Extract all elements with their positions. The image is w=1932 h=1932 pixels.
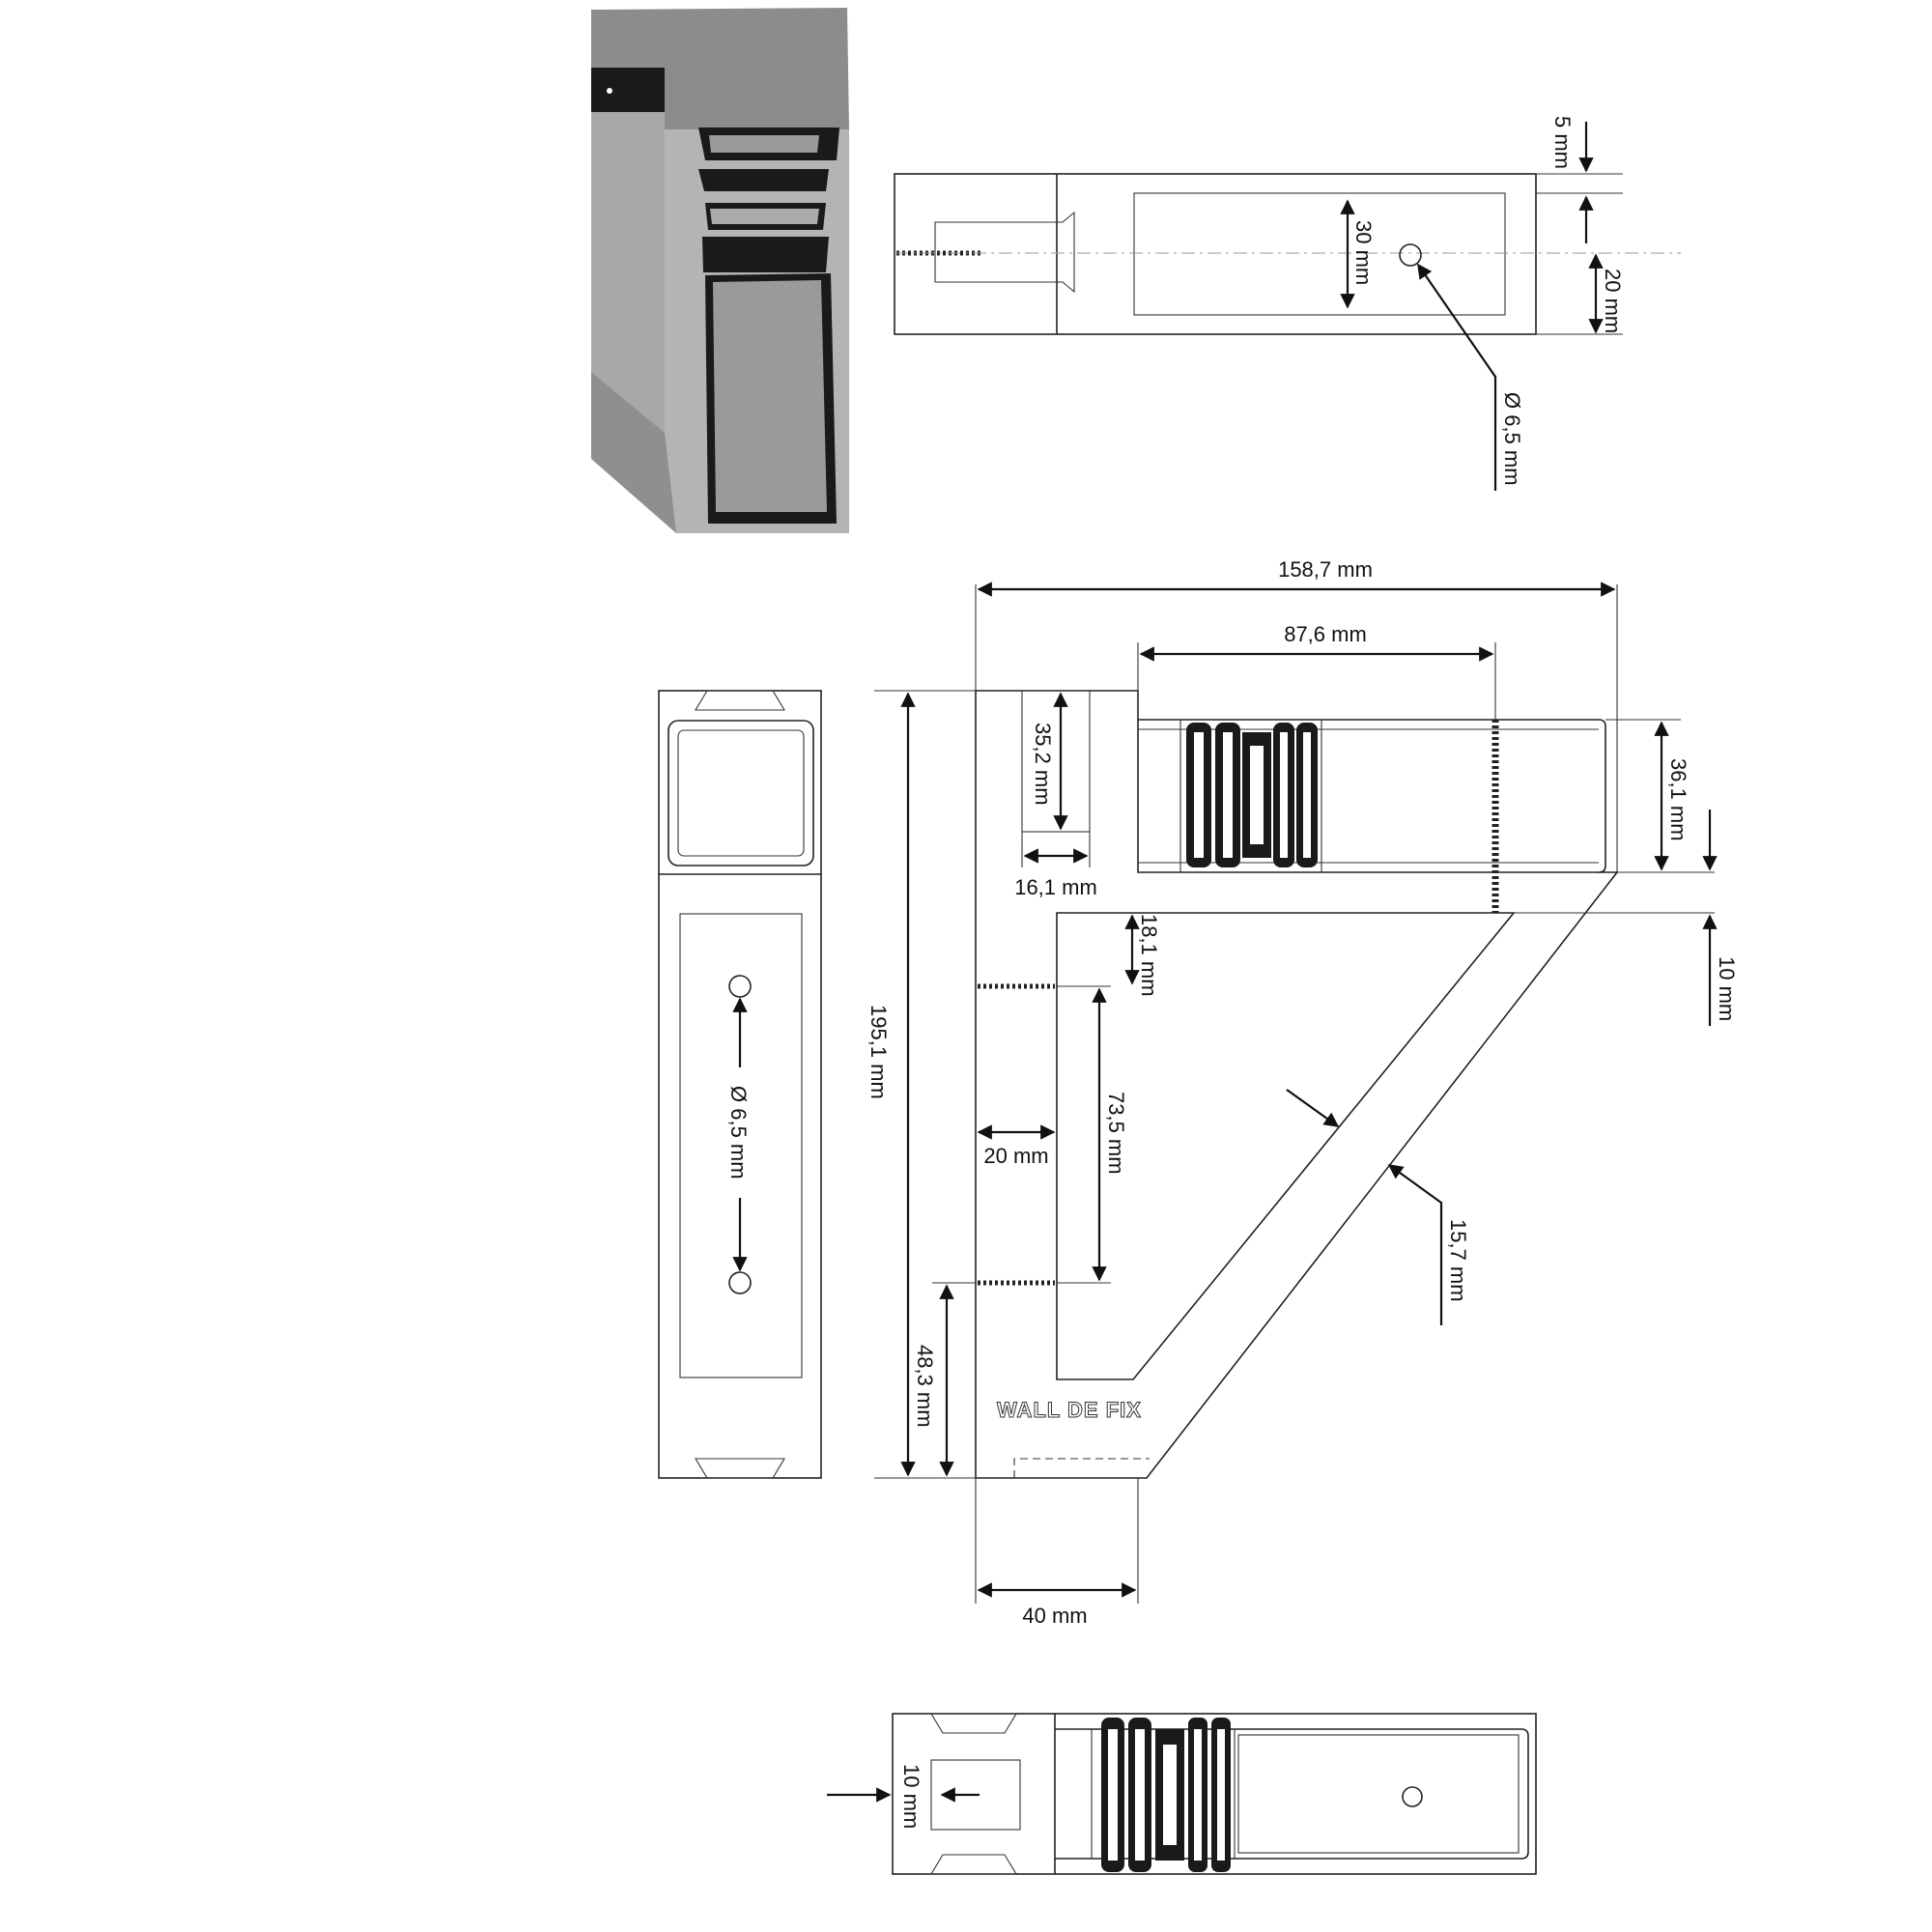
render-screw-dot (607, 88, 612, 94)
dim-label-overall-height: 195,1 mm (867, 1005, 891, 1099)
arm-core-gap (1250, 746, 1264, 844)
bottom-view-body (1055, 1728, 1529, 1860)
arm-outline (1138, 719, 1606, 873)
render-brace (591, 372, 676, 533)
front-view-hidden-line (1013, 1458, 1150, 1478)
arm-rib-gap (1223, 732, 1233, 858)
front-view-inner-cutout (1056, 912, 1516, 1380)
dim-label-bottom-hole-height: 48,3 mm (913, 1345, 937, 1428)
render-block-face (713, 280, 827, 512)
bottom-rib-gap (1217, 1729, 1225, 1861)
side-view-outline (658, 690, 822, 1479)
dim-label-hole-top: Ø 6,5 mm (1500, 392, 1524, 486)
render-rib-3-face (710, 209, 819, 224)
bottom-rib-gap (1135, 1729, 1145, 1861)
dim-label-30mm: 30 mm (1351, 220, 1376, 285)
dim-label-brace-thickness: 15,7 mm (1446, 1219, 1470, 1302)
render-rib-1-face (709, 135, 819, 153)
dim-brace-arrow-outer (1286, 1089, 1340, 1127)
bottom-rib-gap (1194, 1729, 1202, 1861)
top-view: 5 mm 30 mm 20 mm Ø 6,5 mm (894, 116, 1681, 491)
arm-rib-gap (1194, 732, 1204, 858)
dim-label-hole-side: Ø 6,5 mm (726, 1086, 751, 1179)
top-view-slot (1133, 192, 1506, 316)
bottom-view-taper-top (930, 1713, 1017, 1734)
top-view-outline (894, 173, 1537, 335)
dim-label-slot-height: 35,2 mm (1031, 723, 1055, 806)
dim-label-slot-width: 16,1 mm (1014, 875, 1097, 899)
bottom-view: 10 mm (827, 1713, 1537, 1875)
leader-hole-top (1417, 263, 1497, 491)
dim-label-insert-depth: 10 mm (899, 1764, 923, 1829)
dim-label-hole-spacing: 73,5 mm (1104, 1092, 1128, 1175)
dim-brace-leader (1387, 1164, 1443, 1325)
brand-label: WALL DE FIX (997, 1398, 1142, 1422)
bottom-view-taper-bottom (930, 1854, 1017, 1875)
dim-label-arm-length: 87,6 mm (1284, 622, 1367, 646)
dim-label-wall-thickness: 20 mm (983, 1144, 1048, 1168)
bottom-core-gap (1163, 1745, 1177, 1845)
front-view: WALL DE FIX 158,7 mm 87,6 mm 195,1 mm 35… (867, 557, 1739, 1628)
render-rib-4 (702, 237, 829, 272)
dim-label-20mm-top: 20 mm (1601, 269, 1625, 333)
dim-label-overall-width: 158,7 mm (1278, 557, 1373, 582)
dim-label-hole-top-offset: 18,1 mm (1137, 914, 1161, 997)
top-view-anchor (934, 211, 1075, 294)
side-view: Ø 6,5 mm (658, 690, 822, 1479)
side-view-square-inner (677, 729, 805, 857)
render-detail (591, 8, 849, 533)
dim-label-5mm: 5 mm (1550, 116, 1575, 169)
side-view-square-outer (668, 720, 814, 867)
side-view-hole-bottom (728, 1271, 752, 1294)
arm-rib-gap (1303, 732, 1311, 858)
bottom-view-insert (930, 1759, 1021, 1831)
arm-rib-gap (1280, 732, 1288, 858)
render-rib-2 (698, 169, 829, 191)
front-view-arm (1138, 719, 1606, 913)
side-view-hole-top (728, 975, 752, 998)
bottom-rib-gap (1108, 1729, 1118, 1861)
dim-label-arm-height: 36,1 mm (1666, 758, 1690, 841)
side-view-bottom-taper (695, 1458, 785, 1479)
dim-label-base-width: 40 mm (1022, 1604, 1087, 1628)
render-dark-edge (591, 68, 665, 112)
render-wall (591, 112, 665, 433)
bottom-view-outline (892, 1713, 1537, 1875)
bottom-view-hole (1402, 1786, 1423, 1807)
top-view-hole (1399, 243, 1422, 267)
side-view-top-taper (695, 690, 785, 711)
dim-label-arm-gap: 10 mm (1715, 956, 1739, 1021)
front-view-slot (1021, 690, 1091, 833)
side-view-slot (679, 913, 803, 1378)
bottom-view-face (1237, 1734, 1520, 1854)
